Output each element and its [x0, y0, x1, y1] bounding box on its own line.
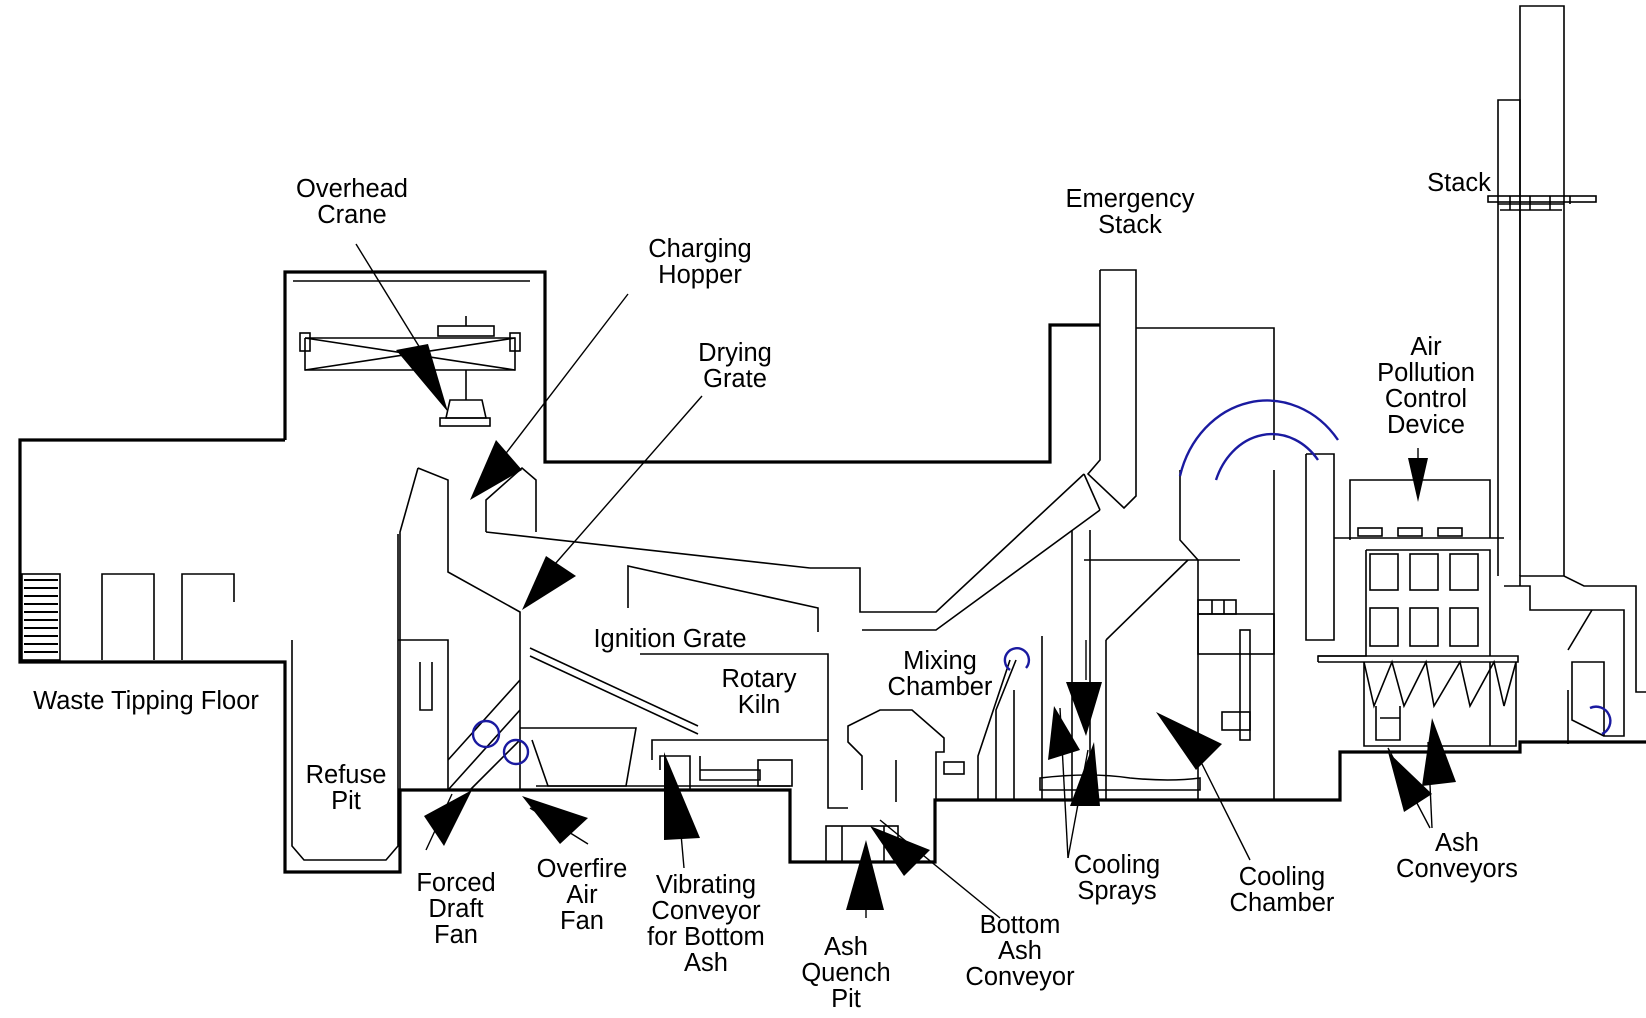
label-cooling-sprays: Cooling Sprays	[1073, 851, 1161, 905]
overfire-air-fan-arrow	[522, 796, 588, 844]
ash-quench-pit-arrow	[846, 840, 884, 910]
label-ignition-grate: Ignition Grate	[593, 625, 747, 653]
label-overfire-air-fan: Overfire Air Fan	[536, 855, 628, 935]
leader-lines	[355, 243, 1433, 919]
ash-conveyors-arrow-1	[1388, 752, 1432, 812]
cooling-sprays-arrow-1	[1066, 682, 1102, 736]
mixing-chamber-fan-icon	[1003, 647, 1031, 671]
overhead-crane-arrow	[396, 344, 448, 412]
label-emergency-stack: Emergency Stack	[1065, 185, 1195, 239]
label-air-pollution-control-device: Air Pollution Control Device	[1377, 333, 1475, 439]
label-charging-hopper: Charging Hopper	[648, 235, 752, 289]
drying-grate-arrow	[522, 556, 576, 610]
air-pollution-control-device	[1317, 479, 1519, 747]
charging-hopper-arrow	[470, 440, 522, 500]
label-rotary-kiln: Rotary Kiln	[721, 665, 797, 719]
stack-fan-icon	[1589, 705, 1612, 736]
label-ash-quench-pit: Ash Quench Pit	[801, 933, 891, 1013]
label-bottom-ash-conveyor: Bottom Ash Conveyor	[965, 911, 1075, 991]
cooling-sprays-arrow-2	[1048, 706, 1080, 760]
ash-conveyors-arrow-2	[1422, 718, 1456, 786]
label-waste-tipping-floor: Waste Tipping Floor	[33, 687, 259, 715]
vibrating-conveyor-arrow	[664, 752, 700, 840]
bottom-ash-conveyor-arrow	[870, 826, 930, 876]
grates	[447, 565, 848, 809]
label-cooling-chamber: Cooling Chamber	[1229, 863, 1335, 917]
waste-tipping-area	[21, 573, 235, 661]
label-mixing-chamber: Mixing Chamber	[887, 647, 993, 701]
label-ash-conveyors: Ash Conveyors	[1396, 829, 1518, 883]
cooling-chamber	[1039, 453, 1335, 800]
cooling-duct-outer-icon	[1178, 399, 1339, 477]
label-stack: Stack	[1427, 169, 1491, 197]
label-vibrating-conveyor: Vibrating Conveyor for Bottom Ash	[647, 871, 765, 977]
refuse-pit	[291, 534, 449, 861]
cooling-chamber-arrow	[1156, 712, 1222, 770]
label-drying-grate: Drying Grate	[698, 339, 772, 393]
emergency-stack	[1086, 269, 1275, 510]
arrowheads	[396, 344, 1456, 910]
accent-parts	[471, 399, 1612, 766]
forced-draft-fan-arrow	[424, 790, 472, 846]
label-refuse-pit: Refuse Pit	[305, 761, 387, 815]
cooling-duct-inner-icon	[1214, 432, 1319, 481]
overfire-air-fan-icon	[502, 738, 530, 766]
charging-hopper	[399, 466, 1101, 790]
forced-draft-fan-icon	[471, 719, 501, 749]
mixing-chamber	[943, 659, 1017, 800]
air-pollution-control-arrow	[1408, 458, 1428, 502]
label-forced-draft-fan: Forced Draft Fan	[416, 869, 496, 949]
label-overhead-crane: Overhead Crane	[296, 175, 408, 229]
main-stack	[1487, 5, 1646, 744]
cooling-sprays-arrow-3	[1070, 742, 1100, 806]
